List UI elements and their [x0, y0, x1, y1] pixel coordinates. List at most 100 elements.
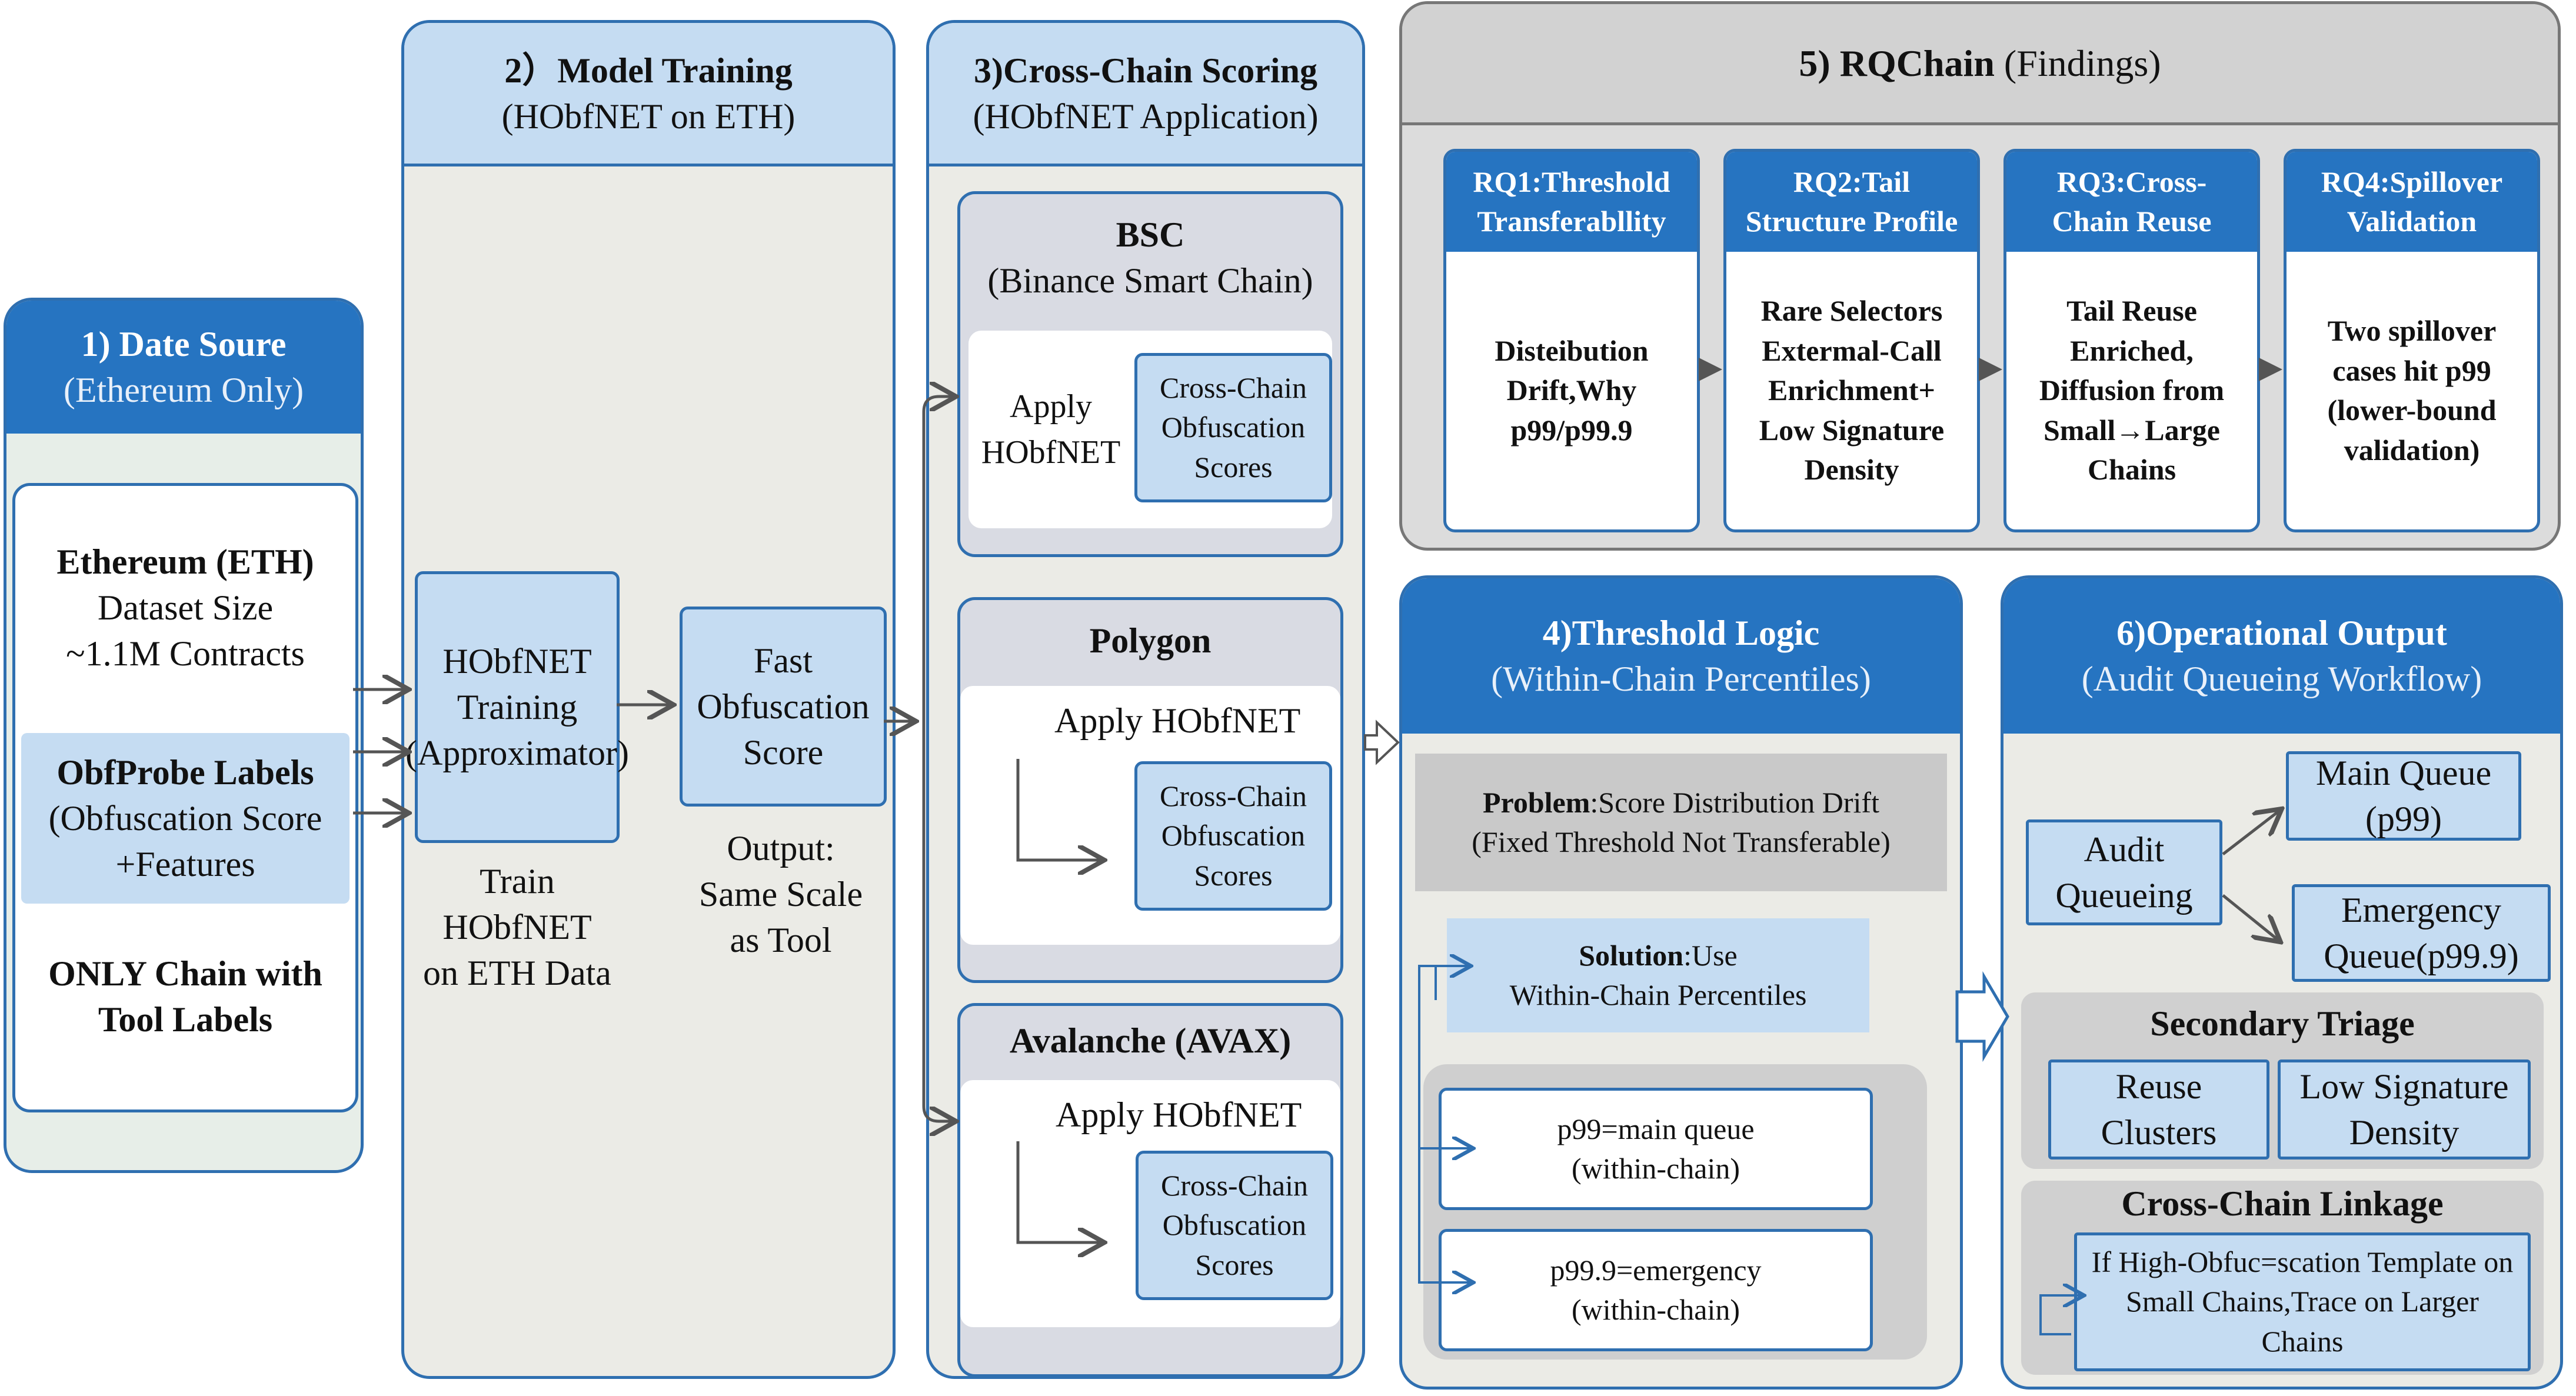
- rq3-title-line2: Chain Reuse: [2052, 205, 2212, 238]
- p999-line1: p99.9=emergency: [1550, 1253, 1762, 1287]
- only-chain-line1: ONLY Chain with: [48, 954, 322, 993]
- model-training-header: 2）Model Training (HObfNET on ETH): [404, 23, 893, 166]
- training-box-line1: HObfNET: [442, 642, 592, 681]
- operational-output-panel: 6)Operational Output (Audit Queueing Wor…: [2001, 575, 2563, 1390]
- rq3-card: RQ3:Cross- Chain Reuse Tail Reuse Enrich…: [2003, 149, 2260, 532]
- cross-chain-scoring-panel: 3)Cross-Chain Scoring (HObfNET Applicati…: [926, 20, 1365, 1379]
- avalanche-score-line1: Cross-Chain: [1161, 1168, 1308, 1202]
- data-source-panel: 1) Date Soure (Ethereum Only) Ethereum (…: [4, 298, 364, 1173]
- cross-chain-title: 3)Cross-Chain Scoring: [974, 51, 1317, 90]
- fast-score-box: Fast Obfuscation Score: [680, 607, 887, 807]
- avalanche-card: Avalanche (AVAX) Apply HObfNET Cross-Cha…: [957, 1003, 1343, 1376]
- bracket-to-p999: [1418, 1041, 1471, 1282]
- only-chain-line2: Tool Labels: [98, 1000, 273, 1039]
- problem-line2: (Fixed Threshold Not Transferable): [1472, 825, 1891, 858]
- model-training-subtitle: (HObfNET on ETH): [501, 96, 796, 136]
- linkage-title: Cross-Chain Linkage: [2121, 1184, 2444, 1223]
- bsc-score-line2: Obfuscation: [1161, 411, 1306, 444]
- main-queue-box: Main Queue (p99): [2286, 751, 2521, 841]
- operational-header: 6)Operational Output (Audit Queueing Wor…: [2003, 578, 2560, 734]
- rq2-title-line2: Structure Profile: [1745, 205, 1958, 238]
- solution-bracket-arrow: [1418, 965, 1444, 1041]
- train-caption-line1: Train HObfNET: [442, 862, 592, 947]
- eth-title: Ethereum (ETH): [56, 542, 314, 581]
- lowsig-line1: Low Signature: [2299, 1067, 2509, 1106]
- data-source-title: 1) Date Soure: [81, 325, 287, 364]
- arrow-branch-bsc: [922, 397, 953, 721]
- model-training-title: 2）Model Training: [504, 51, 793, 90]
- linkage-box: If High-Obfuc=scation Template on Small …: [2074, 1232, 2531, 1371]
- rqchain-title: 5) RQChain: [1799, 42, 1995, 84]
- eth-source-box: Ethereum (ETH) Dataset Size ~1.1M Contra…: [12, 483, 358, 1112]
- linkage-line3: Chains: [2261, 1324, 2344, 1358]
- problem-label: Problem: [1483, 785, 1590, 819]
- obfprobe-title: ObfProbe Labels: [56, 753, 314, 792]
- solution-box: Solution:Use Within-Chain Percentiles: [1447, 918, 1869, 1032]
- polygon-score-line1: Cross-Chain: [1160, 779, 1307, 812]
- lowsig-line2: Density: [2349, 1113, 2459, 1152]
- cross-chain-subtitle: (HObfNET Application): [973, 96, 1319, 136]
- audit-line1: Audit: [2084, 830, 2165, 869]
- p999-line2: (within-chain): [1571, 1293, 1740, 1326]
- emergency-line1: Emergency: [2341, 891, 2502, 929]
- main-queue-line1: Main Queue: [2315, 754, 2492, 792]
- operational-subtitle: (Audit Queueing Workflow): [2081, 659, 2482, 698]
- hobfnet-training-box: HObfNET Training (Approximator): [405, 571, 629, 843]
- output-line1: Output:: [727, 829, 835, 868]
- rq4-title-line2: Validation: [2347, 205, 2477, 238]
- rq2-body-line1: Rare Selectors: [1760, 294, 1943, 328]
- rq4-body-line2: cases hit p99: [2332, 354, 2491, 387]
- solution-line2: Within-Chain Percentiles: [1509, 978, 1807, 1011]
- secondary-triage-title: Secondary Triage: [2150, 1004, 2415, 1043]
- linkage-loop-arrow: [2039, 1295, 2082, 1335]
- threshold-subtitle: (Within-Chain Percentiles): [1491, 659, 1871, 698]
- obfprobe-line2: +Features: [115, 845, 255, 884]
- bsc-subtitle: (Binance Smart Chain): [987, 261, 1313, 300]
- rq3-body-line4: Small→Large: [2044, 413, 2220, 447]
- rq2-body-line4: Low Signature: [1759, 413, 1945, 447]
- obfprobe-line1: (Obfuscation Score: [48, 799, 322, 838]
- rqchain-header: 5) RQChain (Findings): [1402, 4, 2558, 125]
- polygon-card: Polygon Apply HObfNET Cross-Chain Obfusc…: [957, 597, 1343, 983]
- audit-queueing-box: Audit Queueing: [2026, 819, 2222, 925]
- rq1-card: RQ1:Threshold Transferabllity Disteibuti…: [1443, 149, 1700, 532]
- bsc-score-line3: Scores: [1194, 450, 1273, 484]
- low-signature-box: Low Signature Density: [2278, 1060, 2531, 1160]
- rq2-body-line5: Density: [1804, 453, 1899, 487]
- polygon-inner-arrow: [1016, 759, 1101, 860]
- avalanche-score-line3: Scores: [1195, 1248, 1274, 1281]
- arrow-scoring-to-threshold: [1364, 719, 1400, 765]
- rq1-title-line2: Transferabllity: [1477, 205, 1666, 238]
- avalanche-scores-box: Cross-Chain Obfuscation Scores: [1136, 1151, 1333, 1300]
- fast-score-line1: Fast: [753, 641, 813, 680]
- rq2-body-line2: Extermal-Call: [1762, 334, 1942, 367]
- solution-label: Solution: [1579, 938, 1684, 972]
- rq1-body-line2: Drift,Why: [1506, 374, 1637, 407]
- emergency-queue-box: Emergency Queue(p99.9): [2292, 884, 2551, 982]
- rq1-body-line1: Disteibution: [1495, 334, 1649, 367]
- data-source-header: 1) Date Soure (Ethereum Only): [6, 301, 361, 434]
- main-queue-line2: (p99): [2365, 799, 2442, 838]
- bsc-card: BSC (Binance Smart Chain) Apply HObfNET …: [957, 191, 1343, 557]
- threshold-title: 4)Threshold Logic: [1542, 614, 1820, 652]
- rq4-body-line4: validation): [2344, 433, 2480, 467]
- train-caption-line2: on ETH Data: [423, 954, 611, 992]
- p999-box: p99.9=emergency (within-chain): [1439, 1229, 1873, 1351]
- arrow-branch-avax: [922, 721, 953, 1121]
- rq1-title-line1: RQ1:Threshold: [1473, 165, 1670, 198]
- polygon-score-line3: Scores: [1194, 858, 1273, 892]
- rq3-body-line1: Tail Reuse: [2066, 294, 2197, 328]
- rq4-title-line1: RQ4:Spillover: [2321, 165, 2503, 198]
- rq2-card: RQ2:Tail Structure Profile Rare Selector…: [1723, 149, 1980, 532]
- solution-return-arrow: [1435, 966, 1469, 1000]
- rqchain-panel: 5) RQChain (Findings) RQ1:Threshold Tran…: [1399, 1, 2561, 551]
- rq2-title-line1: RQ2:Tail: [1793, 165, 1911, 198]
- reuse-clusters-box: Reuse Clusters: [2048, 1060, 2269, 1160]
- polygon-score-line2: Obfuscation: [1161, 819, 1306, 852]
- eth-contract-count: ~1.1M Contracts: [66, 634, 305, 673]
- reuse-line1: Reuse: [2115, 1067, 2202, 1106]
- cross-chain-linkage-group: Cross-Chain Linkage If High-Obfuc=scatio…: [2021, 1181, 2544, 1375]
- operational-title: 6)Operational Output: [2116, 614, 2447, 652]
- linkage-line1: If High-Obfuc=scation Template on: [2091, 1245, 2514, 1278]
